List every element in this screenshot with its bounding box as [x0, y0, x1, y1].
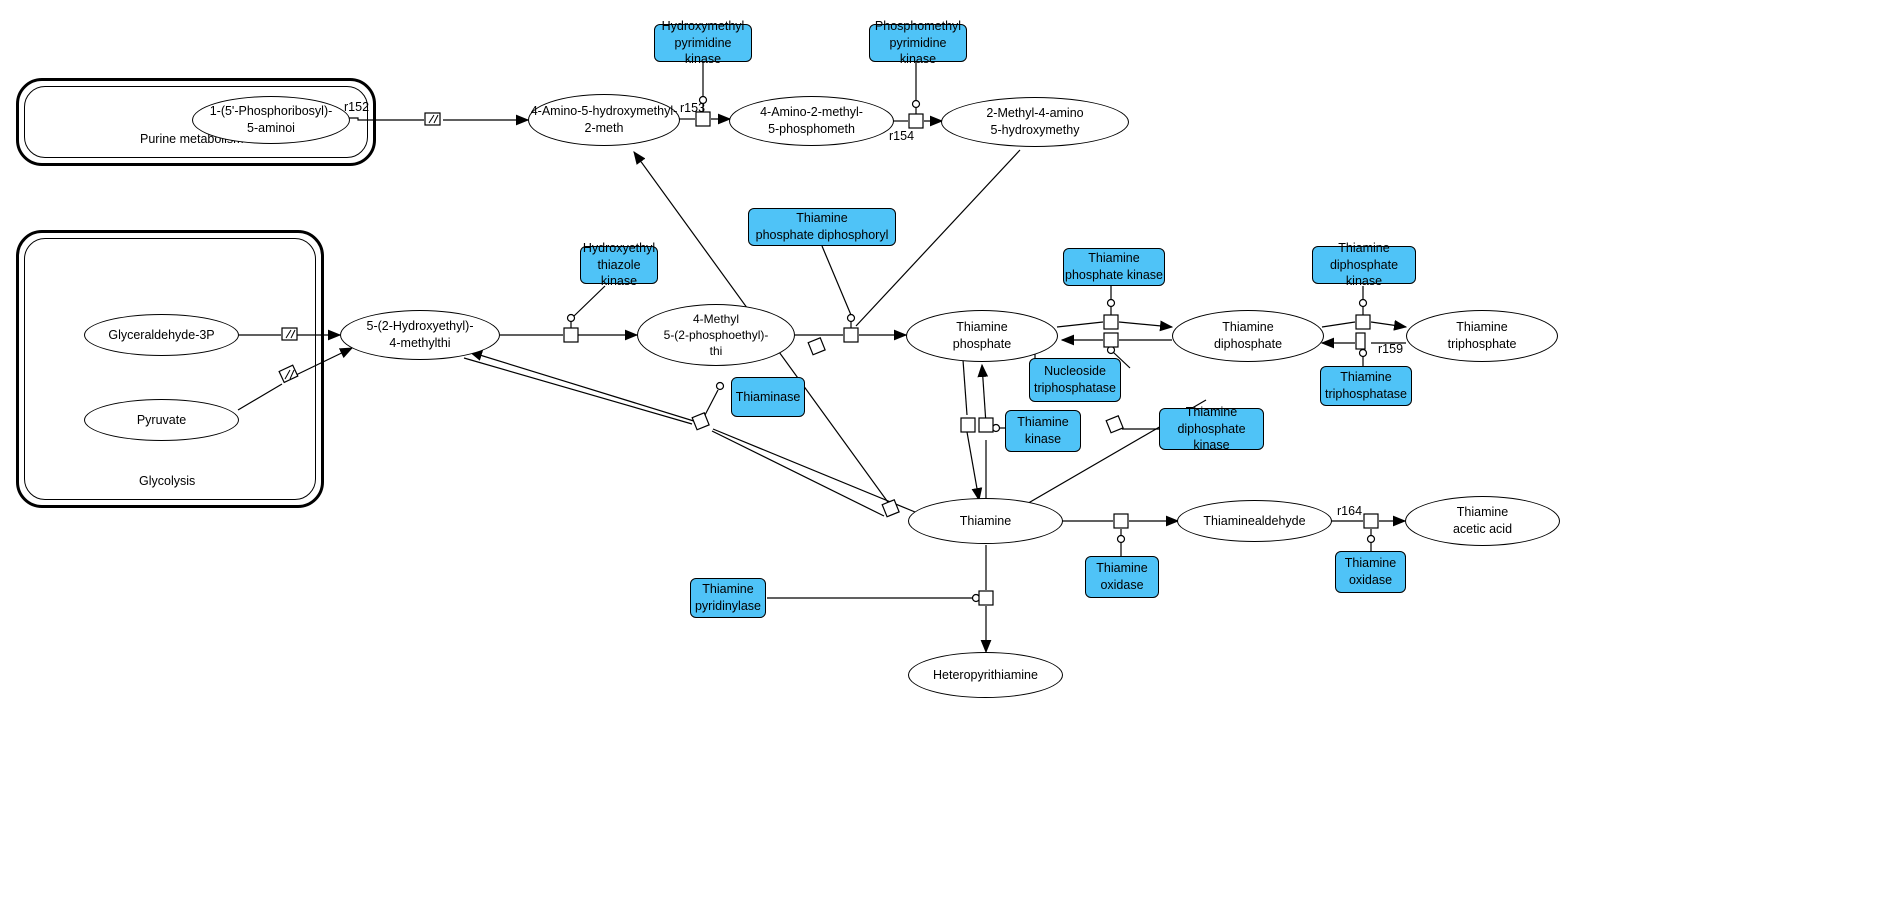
- compartment-glycolysis: [16, 230, 324, 508]
- reaction-label-r164: r164: [1337, 504, 1363, 518]
- species-thiamine-acetic-acid[interactable]: Thiamine acetic acid: [1405, 496, 1560, 546]
- enzyme-thiamine-phosphate-diphosphoryl[interactable]: Thiamine phosphate diphosphoryl: [748, 208, 896, 246]
- species-2-methyl-4-amino-5-hydroxymethy[interactable]: 2-Methyl-4-amino 5-hydroxymethy: [941, 97, 1129, 147]
- enzyme-hydroxymethyl-pyrimidine-kinase[interactable]: Hydroxymethyl pyrimidine kinase: [654, 19, 752, 66]
- species-thiamine-diphosphate[interactable]: Thiamine diphosphate: [1172, 310, 1324, 362]
- enzyme-thiamine-pyridinylase[interactable]: Thiamine pyridinylase: [690, 578, 766, 618]
- enzyme-thiamine-oxidase-1[interactable]: Thiamine oxidase: [1085, 556, 1159, 598]
- enzyme-nucleoside-triphosphatase[interactable]: Nucleoside triphosphatase: [1029, 358, 1121, 402]
- species-heteropyrithiamine[interactable]: Heteropyrithiamine: [908, 652, 1063, 698]
- species-pyruvate[interactable]: Pyruvate: [84, 399, 239, 441]
- enzyme-phosphomethyl-pyrimidine-kinase[interactable]: Phosphomethyl pyrimidine kinase: [869, 19, 967, 66]
- enzyme-thiamine-kinase[interactable]: Thiamine kinase: [1005, 410, 1081, 452]
- compartment-label-glycolysis: Glycolysis: [139, 474, 196, 488]
- reaction-label-r159: r159: [1378, 342, 1404, 356]
- species-4-methyl-5-2-phosphoethyl-thi[interactable]: 4-Methyl 5-(2-phosphoethyl)- thi: [637, 304, 795, 366]
- enzyme-thiamine-diphosphate-kinase-top[interactable]: Thiamine diphosphate kinase: [1312, 241, 1416, 288]
- enzyme-thiaminase[interactable]: Thiaminase: [731, 377, 805, 417]
- enzyme-thiamine-triphosphatase[interactable]: Thiamine triphosphatase: [1320, 366, 1412, 406]
- species-4-amino-2-methyl-5-phosphometh[interactable]: 4-Amino-2-methyl- 5-phosphometh: [729, 96, 894, 146]
- species-thiamine[interactable]: Thiamine: [908, 498, 1063, 544]
- species-glyceraldehyde-3p[interactable]: Glyceraldehyde-3P: [84, 314, 239, 356]
- species-phosphoribosyl[interactable]: 1-(5'-Phosphoribosyl)- 5-aminoi: [192, 96, 350, 144]
- reaction-label-r153: r153: [680, 101, 706, 115]
- compartment-purine-metabolism: [16, 78, 376, 166]
- reaction-label-r154: r154: [889, 129, 915, 143]
- enzyme-thiamine-diphosphate-kinase-mid[interactable]: Thiamine diphosphate kinase: [1159, 405, 1264, 452]
- enzyme-thiamine-phosphate-kinase[interactable]: Thiamine phosphate kinase: [1063, 248, 1165, 286]
- species-4-amino-5-hydroxymethyl-2-meth[interactable]: 4-Amino-5-hydroxymethyl- 2-meth: [528, 94, 680, 146]
- enzyme-thiamine-oxidase-2[interactable]: Thiamine oxidase: [1335, 551, 1406, 593]
- species-thiaminealdehyde[interactable]: Thiaminealdehyde: [1177, 500, 1332, 542]
- species-thiamine-phosphate[interactable]: Thiamine phosphate: [906, 310, 1058, 362]
- species-5-2-hydroxyethyl-4-methylthi[interactable]: 5-(2-Hydroxyethyl)- 4-methylthi: [340, 310, 500, 360]
- reaction-label-r152: r152: [344, 100, 370, 114]
- enzyme-hydroxyethyl-thiazole-kinase[interactable]: Hydroxyethyl thiazole kinase: [580, 241, 658, 288]
- compartment-purine-inner-border: [24, 86, 368, 158]
- compartment-glycolysis-inner-border: [24, 238, 316, 500]
- species-thiamine-triphosphate[interactable]: Thiamine triphosphate: [1406, 310, 1558, 362]
